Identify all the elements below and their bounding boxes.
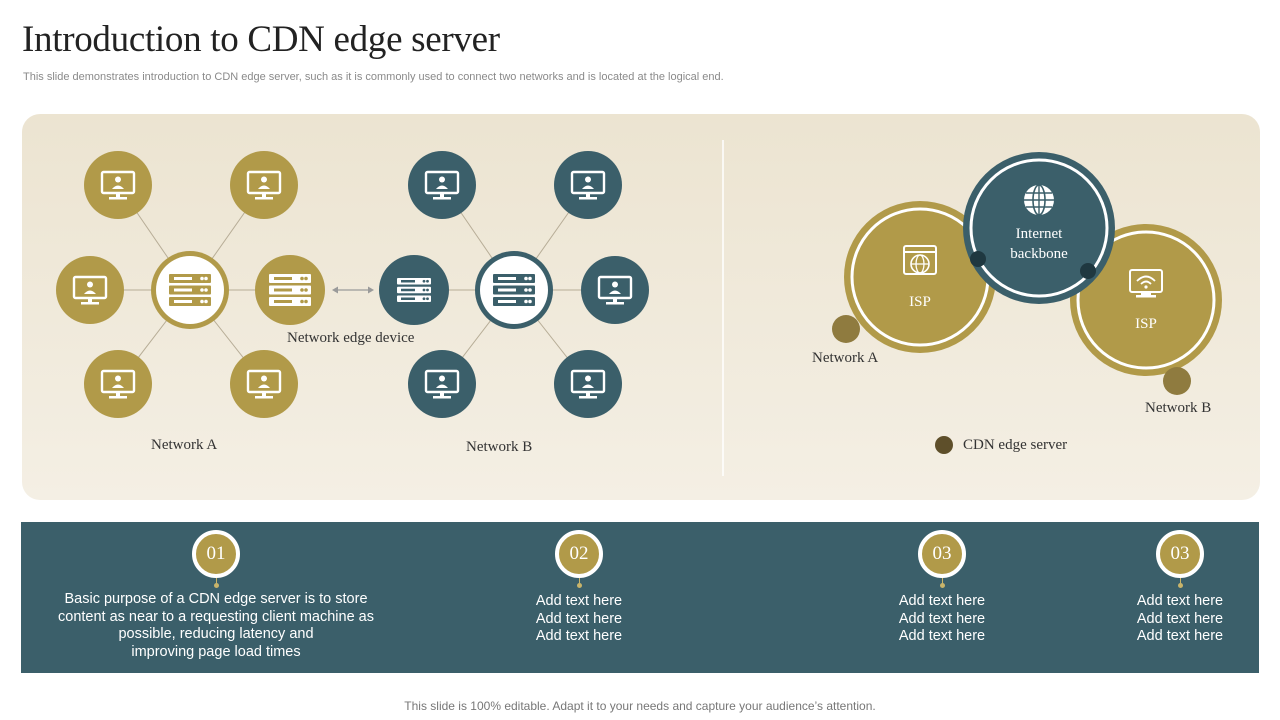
internet-backbone-circle [963,152,1115,304]
network-edge-device-label: Network edge device [287,330,415,346]
diagram-canvas [56,140,1222,476]
step-4-badge: 03 [1156,530,1204,578]
network-a-node-left [56,256,124,324]
cdn-edge-server-label: CDN edge server [963,437,1068,453]
step-2-badge: 02 [555,530,603,578]
isp-left-label: ISP [909,294,931,310]
step-stem [579,578,580,586]
step-4-text: Add text here Add text here Add text her… [1136,593,1224,644]
server-icon [493,274,535,306]
globe-window-icon [903,245,937,275]
cdn-edge-server-legend-dot [935,436,953,454]
network-a-node-bottom-right [230,350,298,418]
server-icon [397,278,431,302]
double-arrow-icon [332,286,374,294]
right-network-b-label: Network B [1145,400,1212,416]
right-network-a-label: Network A [812,350,879,366]
network-a-dot [832,315,860,343]
isp-right-circle [1070,224,1222,376]
connection-dot [1080,263,1096,279]
network-a-label: Network A [151,437,218,453]
step-stem-dot [214,583,219,588]
footer-note: This slide is 100% editable. Adapt it to… [404,699,876,713]
server-icon [269,274,311,306]
page-subtitle: This slide demonstrates introduction to … [23,71,724,83]
network-b-hub-server [475,251,553,329]
isp-right-label: ISP [1135,316,1157,332]
network-b-node-top-left [408,151,476,219]
network-a-hub-server [151,251,229,329]
page-title: Introduction to CDN edge server [22,19,500,60]
step-stem-dot [1178,583,1183,588]
connection-dot [970,251,986,267]
steps-bar: 01 Basic purpose of a CDN edge server is… [21,522,1259,673]
step-stem-dot [577,583,582,588]
network-b-node-top-right [554,151,622,219]
step-stem [216,578,217,586]
network-b-edge-device [379,255,449,325]
network-b-node-right [581,256,649,324]
server-icon [169,274,211,306]
network-b-node-bottom-right [554,350,622,418]
network-a-edge-device [255,255,325,325]
network-a-node-bottom-left [84,350,152,418]
step-3-badge: 03 [918,530,966,578]
step-stem-dot [940,583,945,588]
step-stem [1180,578,1181,586]
network-b-dot [1163,367,1191,395]
step-stem [942,578,943,586]
network-a-node-top-left [84,151,152,219]
network-b-label: Network B [466,439,533,455]
diagram-panel: Network A Network B Network edge device … [22,114,1260,500]
network-a-node-top-right [230,151,298,219]
network-b-node-bottom-left [408,350,476,418]
step-2-text: Add text here Add text here Add text her… [535,593,623,644]
globe-icon [1024,184,1054,216]
step-1-badge: 01 [192,530,240,578]
internet-backbone-label: Internet backbone [1010,226,1068,262]
step-1-text: Basic purpose of a CDN edge server is to… [58,591,374,660]
step-3-text: Add text here Add text here Add text her… [898,593,986,644]
wifi-monitor-icon [1129,269,1163,298]
